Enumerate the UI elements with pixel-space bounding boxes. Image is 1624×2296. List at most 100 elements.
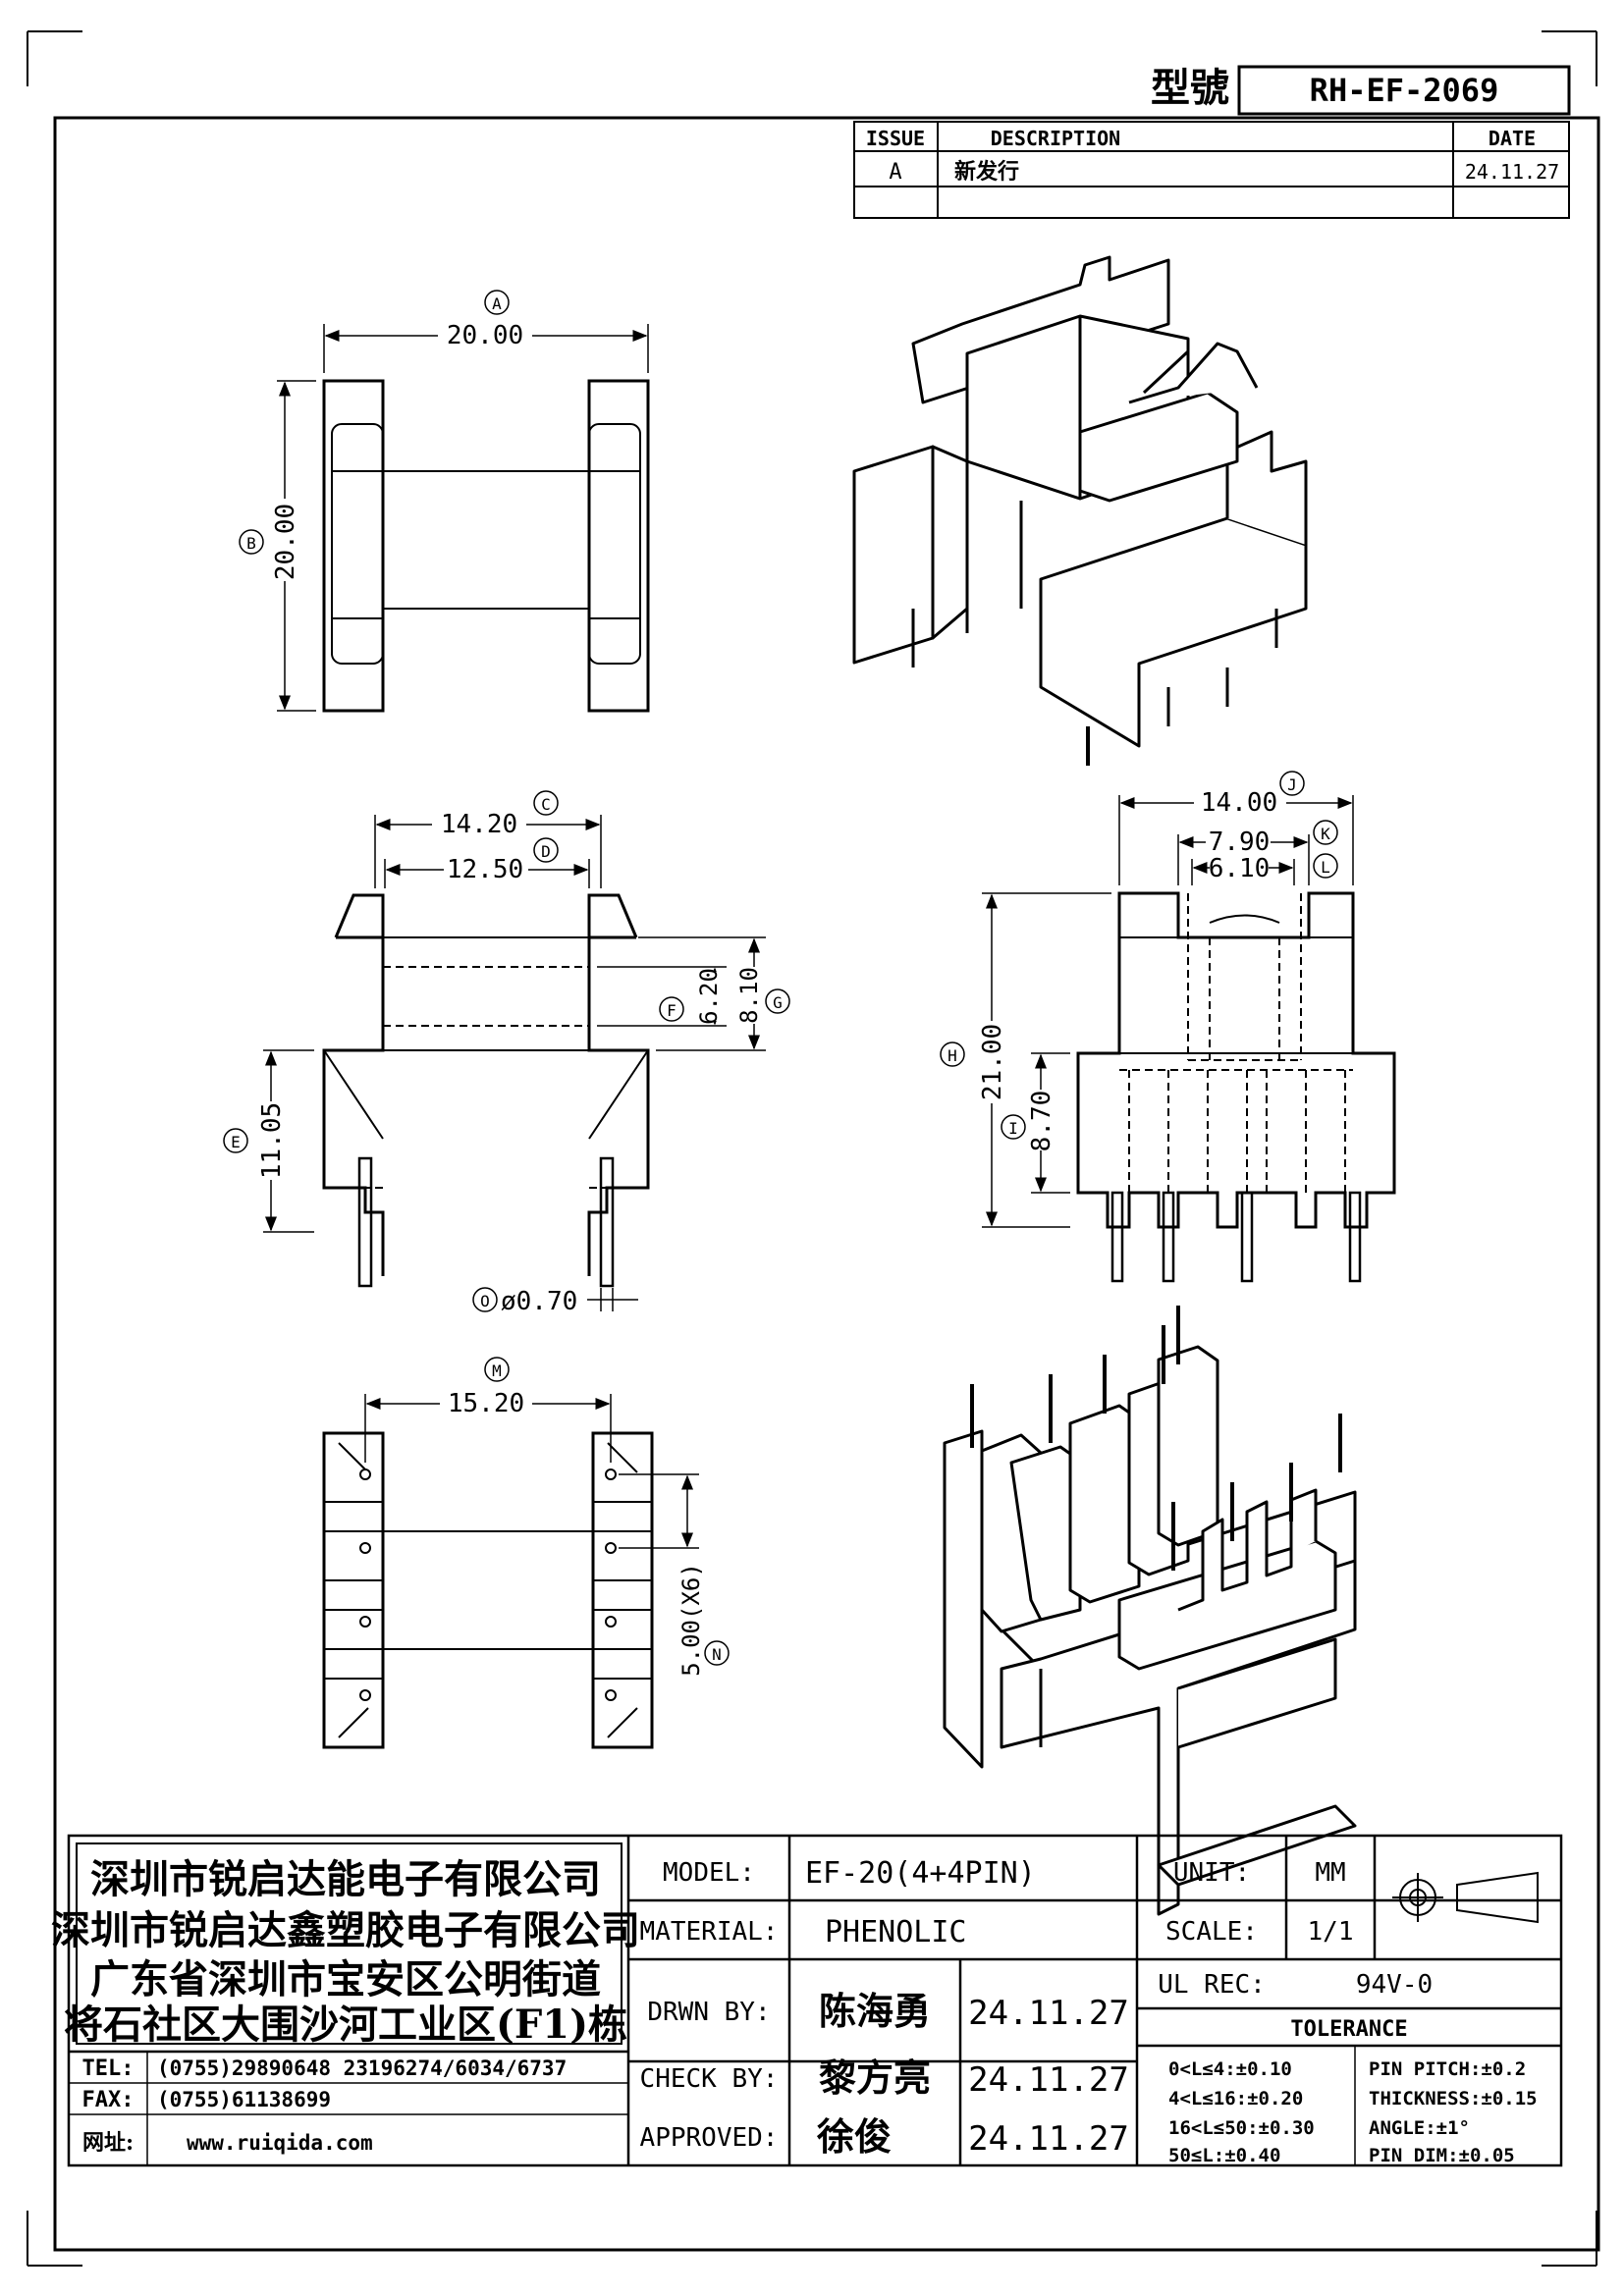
tol-range-1: 0<L≤4:±0.10 xyxy=(1168,2058,1292,2080)
approved-label: APPROVED: xyxy=(640,2123,779,2153)
unit-value: MM xyxy=(1315,1858,1345,1888)
top-view xyxy=(322,379,650,713)
tel-label: TEL: xyxy=(82,2056,135,2081)
approved-date: 24.11.27 xyxy=(968,2119,1129,2159)
marker-H: H xyxy=(947,1046,957,1065)
dim-C: 14.20 C xyxy=(374,790,602,888)
fax-label: FAX: xyxy=(82,2088,135,2112)
material-label: MATERIAL: xyxy=(640,1917,779,1947)
dim-F-value: 6.20 xyxy=(695,968,723,1025)
dim-O-value: ø0.70 xyxy=(501,1287,577,1316)
dim-D: 12.50 D xyxy=(384,837,590,888)
scale-label: SCALE: xyxy=(1165,1917,1258,1947)
marker-D: D xyxy=(541,842,551,861)
contact-block: TEL: (0755)29890648 23196274/6034/6737 F… xyxy=(82,2056,568,2156)
unit-label: UNIT: xyxy=(1173,1858,1250,1888)
check-date: 24.11.27 xyxy=(968,2060,1129,2100)
company-line-1: 深圳市锐启达能电子有限公司 xyxy=(90,1856,601,1902)
title-fields: MODEL: EF-20(4+4PIN) MATERIAL: PHENOLIC … xyxy=(640,1856,1129,2159)
rev-description-header: DESCRIPTION xyxy=(991,127,1120,150)
tol-pin-pitch: PIN PITCH:±0.2 xyxy=(1369,2058,1526,2080)
marker-M: M xyxy=(492,1362,502,1380)
check-name: 黎方亮 xyxy=(819,2056,931,2100)
drawn-name: 陈海勇 xyxy=(819,1989,931,2033)
dim-I-value: 8.70 xyxy=(1027,1091,1056,1152)
dim-B-value: 20.00 xyxy=(271,504,300,580)
company-line-4: 将石社区大围沙河工业区(F1)栋 xyxy=(64,2002,627,2048)
bottom-view xyxy=(322,1431,654,1749)
company-block: 深圳市锐启达能电子有限公司 深圳市锐启达鑫塑胶电子有限公司 广东省深圳市宝安区公… xyxy=(51,1856,640,2048)
scale-value: 1/1 xyxy=(1308,1917,1354,1947)
dim-G: 8.10 G xyxy=(638,936,790,1051)
tol-thickness: THICKNESS:±0.15 xyxy=(1369,2088,1538,2109)
dim-D-value: 12.50 xyxy=(447,855,523,884)
dim-K-value: 7.90 xyxy=(1209,828,1271,857)
revision-table: ISSUE DESCRIPTION DATE A 新发行 24.11.27 xyxy=(853,121,1570,219)
dim-L: 6.10 L xyxy=(1191,853,1338,885)
company-line-3: 广东省深圳市宝安区公明街道 xyxy=(90,1956,601,2002)
material-value: PHENOLIC xyxy=(825,1915,967,1949)
model-field-label: MODEL: xyxy=(663,1858,755,1888)
tel-value: (0755)29890648 23196274/6034/6737 xyxy=(157,2056,567,2080)
unit-scale-block: UNIT: MM SCALE: 1/1 UL REC: 94V-0 TOLERA… xyxy=(1158,1858,1539,2042)
marker-G: G xyxy=(773,993,783,1012)
marker-O: O xyxy=(480,1292,490,1310)
ul-value: 94V-0 xyxy=(1356,1970,1433,2000)
model-label: 型號 xyxy=(1151,65,1229,111)
dim-M-value: 15.20 xyxy=(448,1389,524,1418)
web-value: www.ruiqida.com xyxy=(187,2131,373,2155)
marker-N: N xyxy=(712,1645,722,1664)
dim-E: 11.05 E xyxy=(223,1049,314,1233)
dim-O: O ø0.70 xyxy=(472,1286,638,1316)
dim-J: 14.00 J xyxy=(1118,771,1354,885)
dim-A: 20.00 A xyxy=(323,290,649,373)
dim-A-value: 20.00 xyxy=(447,321,523,350)
check-label: CHECK BY: xyxy=(640,2064,779,2094)
dim-L-value: 6.10 xyxy=(1209,854,1271,883)
marker-J: J xyxy=(1287,775,1297,794)
side-view xyxy=(1076,891,1396,1283)
dim-C-value: 14.20 xyxy=(441,810,517,839)
tolerance-label: TOLERANCE xyxy=(1290,2017,1407,2042)
sheet-frame xyxy=(27,30,1600,2267)
dim-G-value: 8.10 xyxy=(735,967,763,1024)
dim-B: 20.00 B xyxy=(239,380,316,712)
dim-H: 21.00 H xyxy=(940,892,1111,1228)
marker-F: F xyxy=(667,1001,677,1020)
dim-E-value: 11.05 xyxy=(257,1102,287,1179)
rev-date-header: DATE xyxy=(1489,127,1536,150)
rev-issue: A xyxy=(889,160,901,185)
marker-I: I xyxy=(1008,1119,1018,1138)
rev-date: 24.11.27 xyxy=(1465,160,1559,184)
dim-H-value: 21.00 xyxy=(978,1024,1007,1100)
dim-N-value: 5.00(X6) xyxy=(677,1563,705,1677)
tol-pin-dim: PIN DIM:±0.05 xyxy=(1369,2145,1515,2166)
approved-name: 徐俊 xyxy=(816,2114,892,2159)
marker-C: C xyxy=(541,795,551,814)
ul-label: UL REC: xyxy=(1158,1970,1266,2000)
front-view xyxy=(322,893,650,1288)
title-block-grid xyxy=(67,1834,1563,2167)
model-header: 型號 RH-EF-2069 xyxy=(1151,65,1571,116)
marker-K: K xyxy=(1321,825,1330,843)
marker-L: L xyxy=(1321,858,1330,877)
drawn-date: 24.11.27 xyxy=(968,1994,1129,2033)
company-line-2: 深圳市锐启达鑫塑胶电子有限公司 xyxy=(51,1907,640,1953)
marker-E: E xyxy=(231,1133,241,1151)
tol-angle: ANGLE:±1° xyxy=(1369,2117,1470,2139)
rev-description: 新发行 xyxy=(954,159,1019,185)
tol-range-4: 50≤L:±0.40 xyxy=(1168,2145,1280,2166)
model-number: RH-EF-2069 xyxy=(1310,72,1499,109)
dim-K: 7.90 K xyxy=(1177,820,1338,885)
tolerance-block: 0<L≤4:±0.10 4<L≤16:±0.20 16<L≤50:±0.30 5… xyxy=(1168,2058,1538,2166)
drawn-label: DRWN BY: xyxy=(647,1998,770,2027)
dim-F: 6.20 F xyxy=(597,966,727,1027)
tol-range-3: 16<L≤50:±0.30 xyxy=(1168,2117,1315,2139)
marker-B: B xyxy=(246,534,256,553)
fax-value: (0755)61138699 xyxy=(157,2088,331,2111)
rev-issue-header: ISSUE xyxy=(866,127,925,150)
web-label: 网址: xyxy=(82,2130,134,2156)
iso-view-upper xyxy=(852,255,1308,766)
dim-N: 5.00(X6) N xyxy=(619,1473,730,1677)
